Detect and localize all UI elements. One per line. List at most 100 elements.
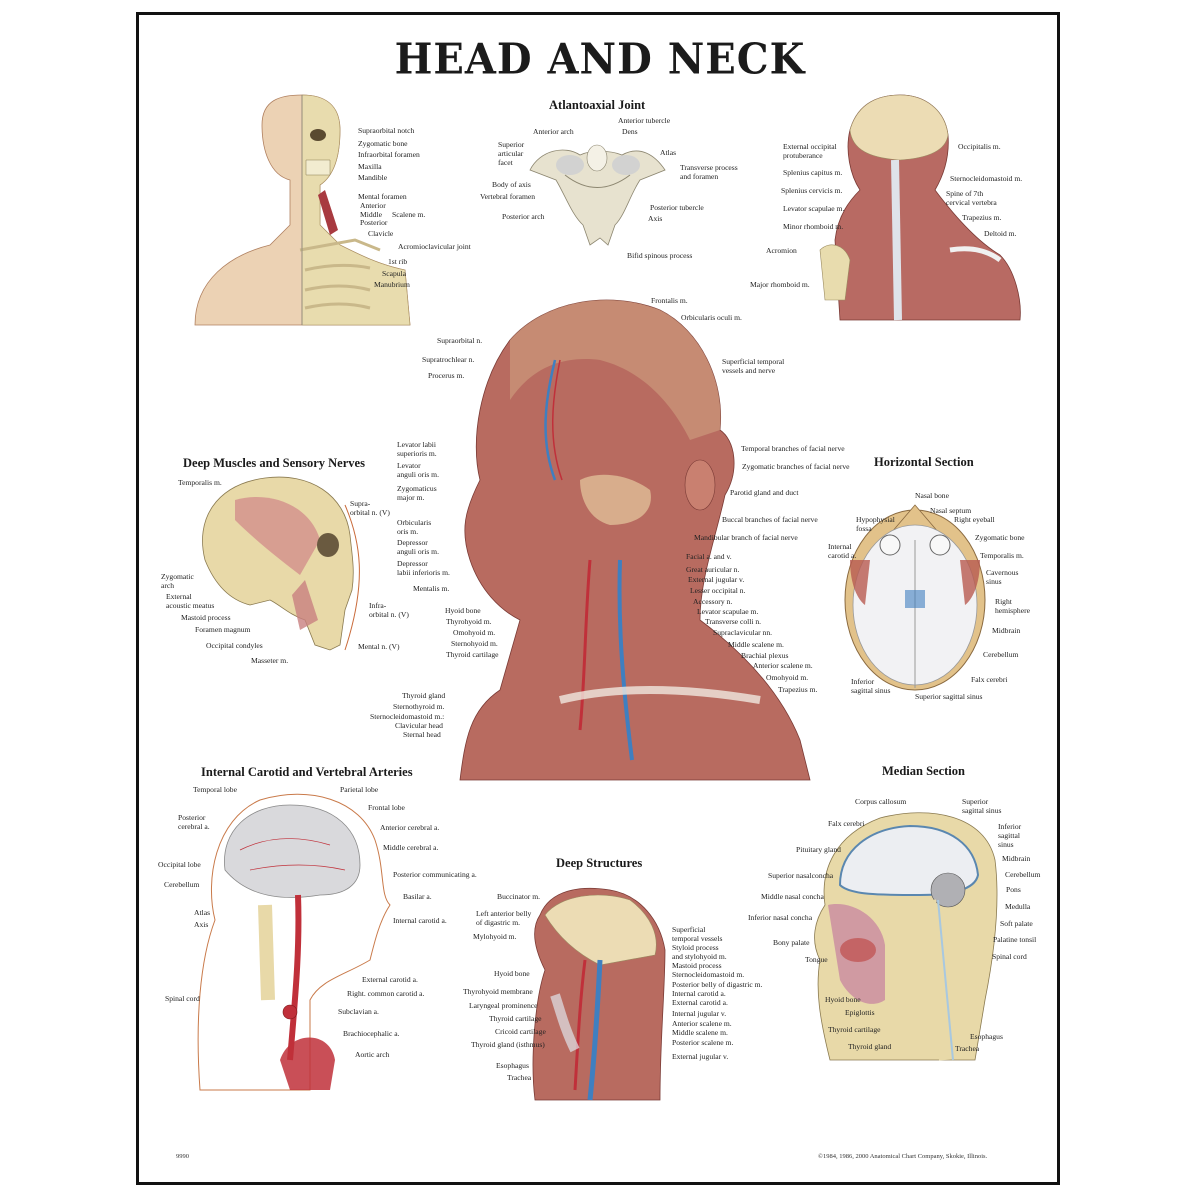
label-deep-structures: Mastoid process xyxy=(672,961,722,970)
label-deep-muscles: Supra- orbital n. (V) xyxy=(350,499,390,517)
panel-title-deep-muscles: Deep Muscles and Sensory Nerves xyxy=(183,456,365,470)
label-superficial-head: Orbicularis oris m. xyxy=(397,518,432,536)
label-superficial-head: Zygomatic branches of facial nerve xyxy=(742,462,850,471)
label-median-section: Falx cerebri xyxy=(828,819,865,828)
panel-title-median-section: Median Section xyxy=(882,764,965,778)
label-median-section: Superior nasalconcha xyxy=(768,871,834,880)
label-carotid-vertebral: Brachiocephalic a. xyxy=(343,1029,400,1038)
label-horizontal-section: Midbrain xyxy=(992,626,1021,635)
label-median-section: Pons xyxy=(1006,885,1021,894)
label-carotid-vertebral: Aortic arch xyxy=(355,1050,390,1059)
label-carotid-vertebral: Temporal lobe xyxy=(193,785,237,794)
label-deep-structures: Posterior belly of digastric m. xyxy=(672,980,763,989)
superficial-head-neck-illustration xyxy=(459,299,811,781)
label-deep-structures: Internal carotid a. xyxy=(672,989,726,998)
carotid-vertebral-illustration xyxy=(197,793,391,1091)
label-horizontal-section: Superior sagittal sinus xyxy=(915,692,983,701)
label-median-section: Thyroid gland xyxy=(848,1042,892,1051)
label-deep-muscles: Mental n. (V) xyxy=(358,642,400,651)
label-superficial-head: Middle scalene m. xyxy=(728,640,784,649)
copyright-notice: ©1984, 1986, 2000 Anatomical Chart Compa… xyxy=(818,1153,988,1160)
label-atlantoaxial: Atlas xyxy=(660,148,677,157)
label-horizontal-section: Internal carotid a. xyxy=(828,542,857,560)
label-atlantoaxial: Transverse process and foramen xyxy=(680,163,738,181)
label-deep-structures: Buccinator m. xyxy=(497,892,541,901)
label-deep-structures: Laryngeal prominence xyxy=(469,1001,538,1010)
label-posterior-neck: Minor rhomboid m. xyxy=(783,222,844,231)
label-deep-structures: Styloid process and stylohyoid m. xyxy=(672,943,727,961)
label-superficial-head: Superficial temporal vessels and nerve xyxy=(722,357,785,375)
label-atlantoaxial: Posterior tubercle xyxy=(650,203,704,212)
label-superficial-head: Sternohyoid m. xyxy=(451,639,498,648)
label-posterior-neck: Trapezius m. xyxy=(962,213,1002,222)
label-superficial-head: Levator anguli oris m. xyxy=(397,461,439,479)
label-deep-structures: Thyroid cartilage xyxy=(489,1014,542,1023)
label-superficial-head: Buccal branches of facial nerve xyxy=(722,515,818,524)
horizontal-section-illustration xyxy=(844,504,986,691)
label-superficial-head: Facial a. and v. xyxy=(686,552,732,561)
label-median-section: Palatine tonsil xyxy=(993,935,1037,944)
posterior-neck-illustration xyxy=(819,94,1021,321)
label-superficial-head: Sternothyroid m. xyxy=(393,702,445,711)
label-horizontal-section: Cavernous sinus xyxy=(986,568,1019,586)
label-posterior-neck: External occipital protuberance xyxy=(783,142,837,160)
label-median-section: Soft palate xyxy=(1000,919,1033,928)
label-superficial-head: Thyroid cartilage xyxy=(446,650,499,659)
label-deep-muscles: Mastoid process xyxy=(181,613,231,622)
label-deep-muscles: Infra- orbital n. (V) xyxy=(369,601,409,619)
label-median-section: Superior sagittal sinus xyxy=(962,797,1002,815)
label-superficial-head: Sternal head xyxy=(403,730,441,739)
label-median-section: Middle nasal concha xyxy=(761,892,824,901)
label-atlantoaxial: Dens xyxy=(622,127,638,136)
label-skeletal-front: Acromioclavicular joint xyxy=(398,242,471,251)
label-median-section: Cerebellum xyxy=(1005,870,1041,879)
label-skeletal-front: Scalene m. xyxy=(392,210,426,219)
label-superficial-head: Depressor anguli oris m. xyxy=(397,538,439,556)
label-superficial-head: Frontalis m. xyxy=(651,296,688,305)
label-deep-structures: Trachea xyxy=(507,1073,532,1082)
catalog-number: 9990 xyxy=(176,1153,189,1160)
label-skeletal-front: Maxilla xyxy=(358,162,382,171)
label-median-section: Midbrain xyxy=(1002,854,1031,863)
label-superficial-head: Mandibular branch of facial nerve xyxy=(694,533,798,542)
label-superficial-head: Clavicular head xyxy=(395,721,443,730)
label-horizontal-section: Inferior sagittal sinus xyxy=(851,677,891,695)
label-horizontal-section: Temporalis m. xyxy=(980,551,1024,560)
label-atlantoaxial: Axis xyxy=(648,214,663,223)
label-median-section: Bony palate xyxy=(773,938,810,947)
label-deep-structures: Internal jugular v. xyxy=(672,1009,727,1018)
label-median-section: Medulla xyxy=(1005,902,1031,911)
label-superficial-head: Zygomaticus major m. xyxy=(397,484,437,502)
label-deep-structures: Cricoid cartilage xyxy=(495,1027,546,1036)
label-carotid-vertebral: External carotid a. xyxy=(362,975,418,984)
label-deep-muscles: Zygomatic arch xyxy=(161,572,194,590)
label-carotid-vertebral: Spinal cord xyxy=(165,994,200,1003)
label-horizontal-section: Falx cerebri xyxy=(971,675,1008,684)
label-superficial-head: Hyoid bone xyxy=(445,606,481,615)
label-superficial-head: External jugular v. xyxy=(688,575,745,584)
label-deep-structures: Superficial temporal vessels xyxy=(672,925,723,943)
label-carotid-vertebral: Right. common carotid a. xyxy=(347,989,425,998)
label-skeletal-front: Supraorbital notch xyxy=(358,126,415,135)
label-superficial-head: Supraorbital n. xyxy=(437,336,483,345)
label-deep-structures: Thyrohyoid membrane xyxy=(463,987,533,996)
label-superficial-head: Orbicularis oculi m. xyxy=(681,313,742,322)
label-superficial-head: Mentalis m. xyxy=(413,584,450,593)
label-horizontal-section: Cerebellum xyxy=(983,650,1019,659)
label-deep-structures: External jugular v. xyxy=(672,1052,729,1061)
label-deep-muscles: Occipital condyles xyxy=(206,641,263,650)
label-skeletal-front: Mental foramen xyxy=(358,192,407,201)
label-carotid-vertebral: Atlas xyxy=(194,908,211,917)
label-carotid-vertebral: Basilar a. xyxy=(403,892,432,901)
label-posterior-neck: Splenius cervicis m. xyxy=(781,186,843,195)
label-superficial-head: Omohyoid m. xyxy=(766,673,809,682)
label-median-section: Spinal cord xyxy=(992,952,1027,961)
label-deep-structures: Sternocleidomastoid m. xyxy=(672,970,745,979)
label-superficial-head: Procerus m. xyxy=(428,371,465,380)
label-superficial-head: Supraclavicular nn. xyxy=(713,628,773,637)
deep-structures-illustration xyxy=(532,887,666,1101)
label-skeletal-front: Middle xyxy=(360,210,382,219)
label-superficial-head: Depressor labii inferioris m. xyxy=(397,559,450,577)
label-median-section: Corpus callosum xyxy=(855,797,907,806)
